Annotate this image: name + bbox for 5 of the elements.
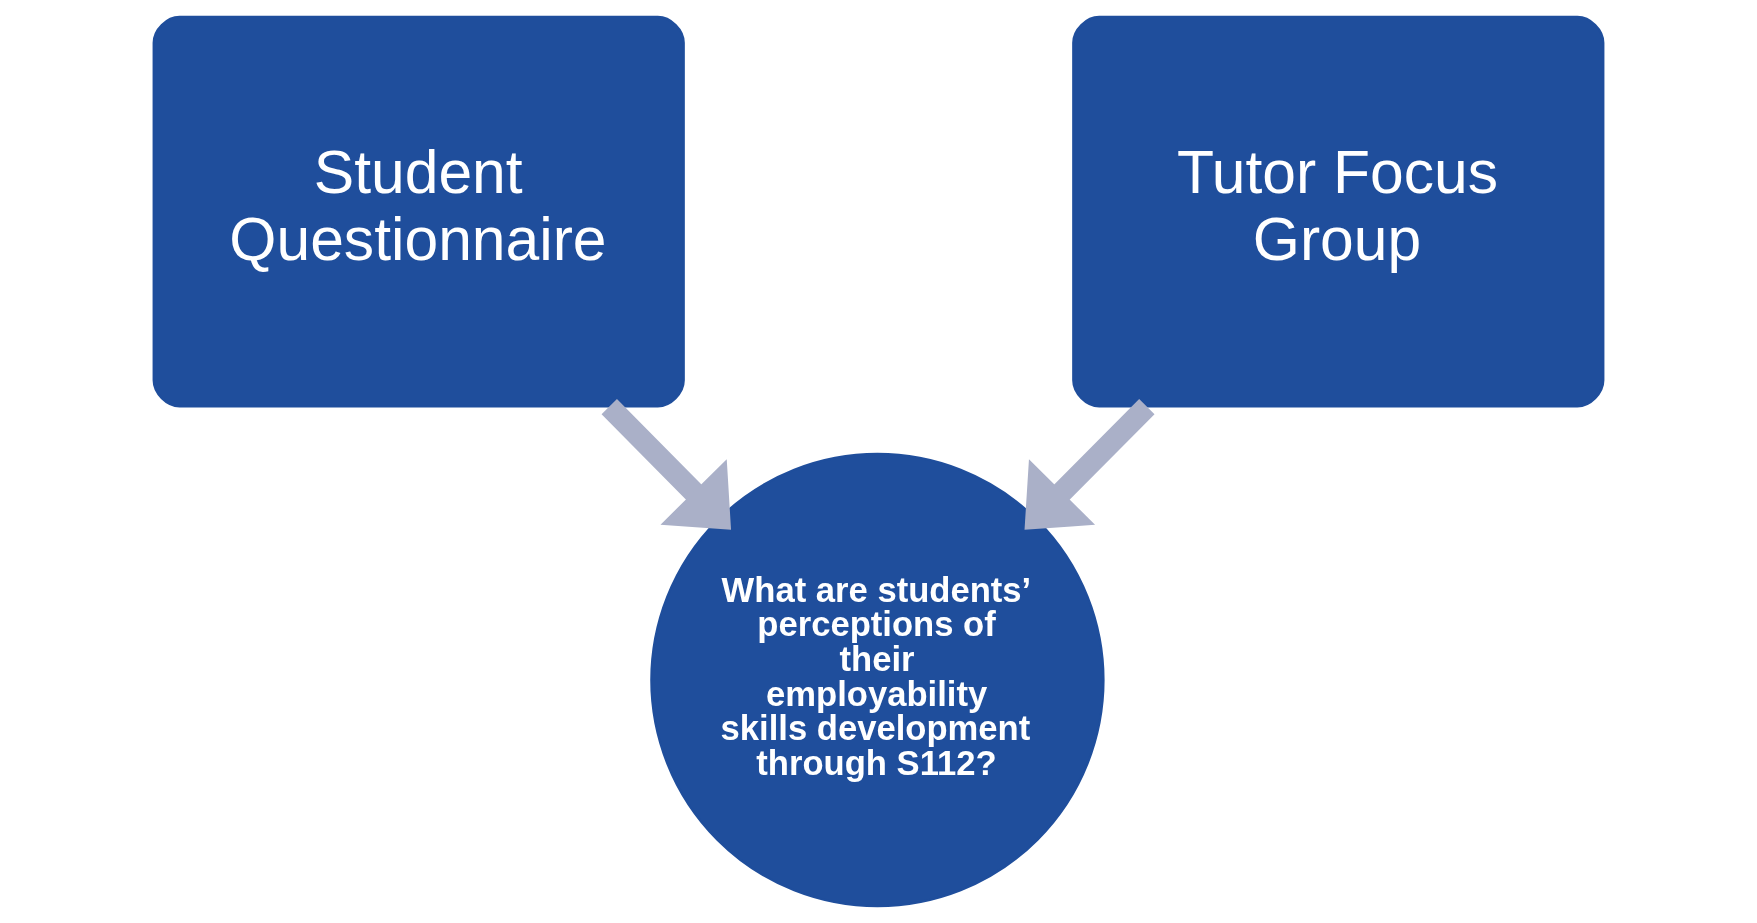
- node-circle: What are students’ perceptions of their employability skills development through S112?: [650, 452, 1105, 908]
- arrow: [1024, 398, 1155, 530]
- node-box: Student Questionnaire: [152, 15, 685, 408]
- node-box: Tutor Focus Group: [1072, 15, 1605, 408]
- arrow: [601, 398, 732, 530]
